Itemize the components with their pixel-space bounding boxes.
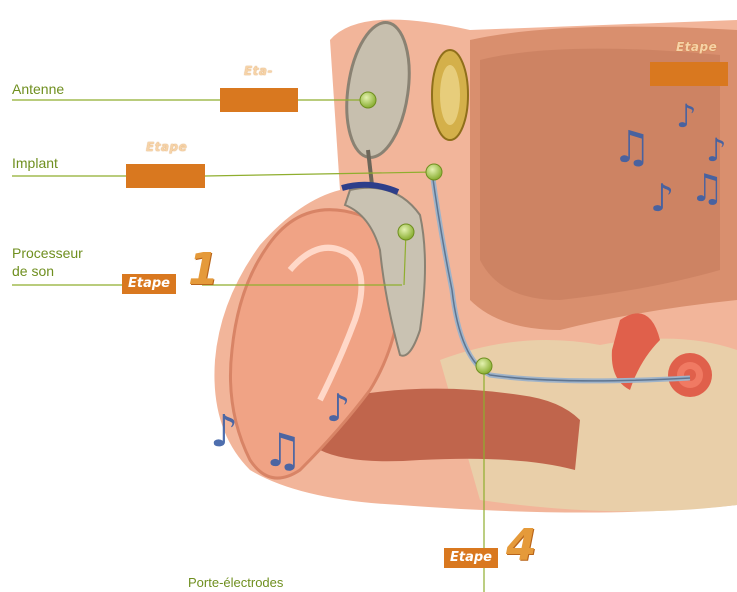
label-porte-electrodes: Porte-électrodes (188, 574, 283, 592)
etape-implant-word: Etape (146, 140, 187, 154)
etape-1-number: 1 (188, 248, 219, 292)
beamed-notes-icon: ♫ (690, 168, 724, 208)
music-note-icon: ♪ (650, 178, 674, 218)
label-antenne: Antenne (12, 80, 64, 98)
callout-dot-icon (398, 224, 414, 240)
label-processeur: Processeur de son (12, 244, 83, 280)
etape-top-right-word: Etape (676, 40, 717, 54)
callout-dot-icon (426, 164, 442, 180)
etape-implant-box[interactable] (126, 164, 205, 188)
etape-antenne-box[interactable] (220, 88, 298, 112)
etape-antenne-word: Eta- (244, 64, 273, 78)
label-implant: Implant (12, 154, 58, 172)
etape-1-tag: Etape (122, 274, 176, 294)
callout-dot-icon (360, 92, 376, 108)
callout-dot-icon (476, 358, 492, 374)
etape-top-right-box[interactable] (650, 62, 728, 86)
music-note-icon: ♪ (676, 96, 696, 136)
etape-4-number: 4 (506, 524, 537, 568)
beamed-notes-icon: ♫ (262, 430, 303, 470)
music-note-icon: ♪ (706, 130, 726, 170)
music-note-icon: ♪ (326, 388, 350, 428)
music-note-icon: ♪ (210, 412, 238, 452)
etape-4-tag: Etape (444, 548, 498, 568)
beamed-notes-icon: ♫ (612, 128, 651, 168)
